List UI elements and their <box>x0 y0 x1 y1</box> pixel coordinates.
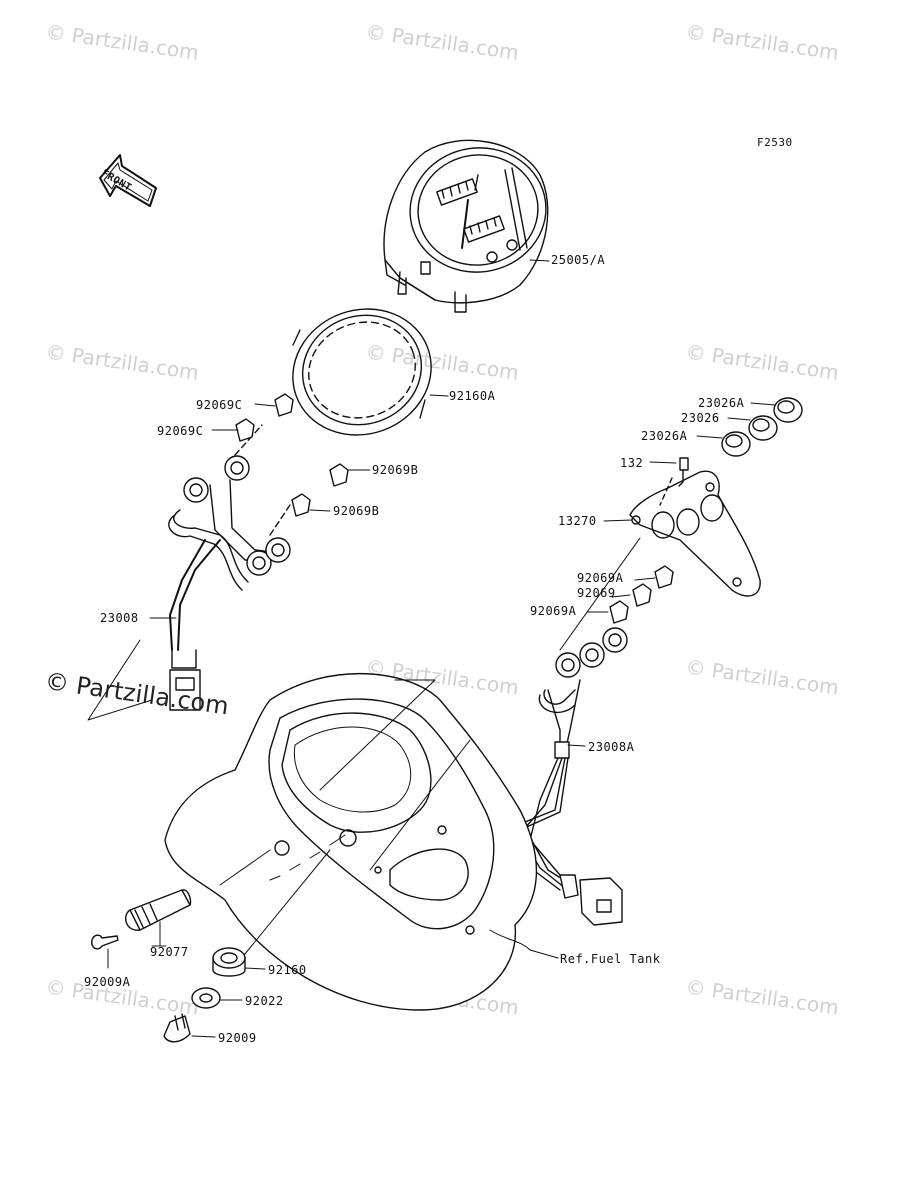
label-bulb-92069: 92069 <box>577 586 616 600</box>
speedometer <box>383 139 550 313</box>
label-washer: 92022 <box>245 994 284 1008</box>
label-lens-23026: 23026 <box>681 411 720 425</box>
label-harness-right: 23008A <box>588 740 635 754</box>
indicator-lenses <box>696 397 803 457</box>
label-screw-92009a: 92009A <box>84 975 131 989</box>
label-bulb-b-bottom: 92069B <box>333 504 380 518</box>
fuel-tank-cover <box>164 673 559 1011</box>
label-bulb-c-top: 92069C <box>196 398 243 412</box>
label-bulb-c-bottom: 92069C <box>157 424 204 438</box>
bulbs-left <box>211 393 371 517</box>
label-speedometer: 25005/A <box>551 253 606 267</box>
figure-code: F2530 <box>757 136 793 149</box>
left-harness <box>87 424 291 721</box>
front-arrow-icon <box>99 154 157 207</box>
label-bolt: 92009 <box>218 1031 257 1045</box>
label-bulb-a-top: 92069A <box>577 571 624 585</box>
label-lens-23026a-top: 23026A <box>698 396 745 410</box>
indicator-bracket <box>559 457 761 651</box>
small-parts <box>90 889 266 1043</box>
label-bulb-b-top: 92069B <box>372 463 419 477</box>
ring-gasket <box>292 308 449 436</box>
label-grommet: 92160 <box>268 963 307 977</box>
label-ring-gasket: 92160A <box>449 389 496 403</box>
label-harness-left: 23008 <box>100 611 139 625</box>
label-bracket: 13270 <box>558 514 597 528</box>
bulbs-right <box>587 565 674 624</box>
label-ref-fuel-tank: Ref.Fuel Tank <box>560 952 661 966</box>
label-lens-23026a-bottom: 23026A <box>641 429 688 443</box>
label-screw-132: 132 <box>620 456 644 470</box>
label-knob: 92077 <box>150 945 189 959</box>
label-bulb-a-bottom: 92069A <box>530 604 577 618</box>
